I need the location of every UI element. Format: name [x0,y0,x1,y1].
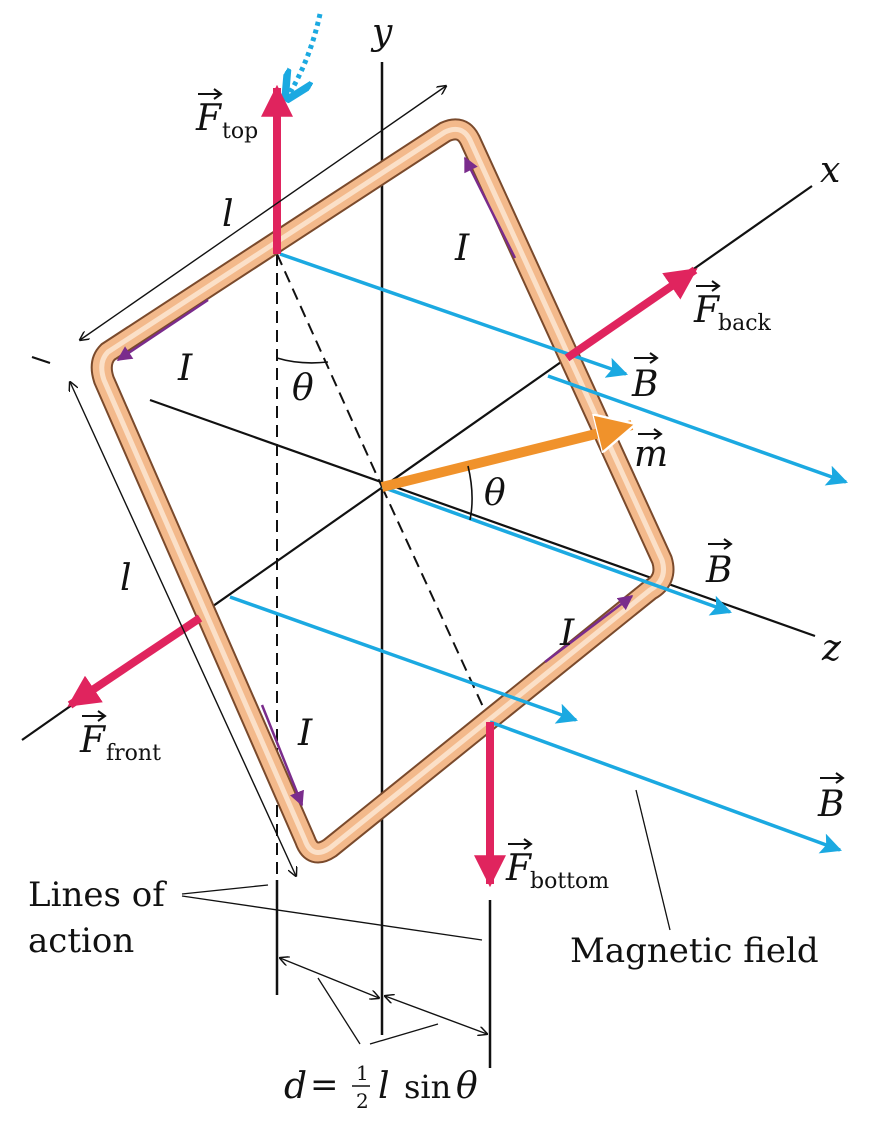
svg-text:F: F [505,848,533,889]
z-axis-dash-left [31,355,51,365]
force-back-arrow [564,266,698,362]
svg-text:m: m [634,434,668,475]
svg-text:F: F [693,290,721,331]
y-axis-label: y [370,12,393,53]
magnetic-moment-arrow [380,425,632,492]
z-axis-label: z [821,628,842,669]
current-arrow-right-side [463,156,517,259]
svg-text:B: B [705,550,732,591]
lines-of-action-label-line2: action [28,921,134,961]
view-direction-arrow [288,13,323,96]
field-arrow-centre [381,485,732,616]
theta-label-centre: θ [484,473,506,514]
svg-text:front: front [106,741,161,766]
force-back-label: F back [693,280,772,336]
leader-lines-of-action-1 [181,884,269,895]
normal-dashed-lower [381,486,491,723]
svg-text:B: B [631,364,658,405]
d-equation: d = 1 2 l sin θ [284,1061,478,1113]
length-label-left: l [120,558,132,599]
lines-of-action-label-line1: Lines of [28,875,167,915]
length-label-top: l [222,194,234,235]
svg-text:2: 2 [356,1089,369,1113]
svg-text:bottom: bottom [530,869,609,894]
dimension-d-left [280,958,379,998]
leader-d-2 [369,1023,439,1045]
magnetic-field-label: Magnetic field [570,931,819,971]
leader-magnetic-field [635,789,671,931]
theta-arc-centre [467,465,473,521]
field-label-middle: B [705,538,733,591]
svg-text:1: 1 [356,1061,369,1085]
leader-lines-of-action-2 [181,895,483,941]
current-label-bottom: I [559,613,575,654]
moment-label: m [634,428,668,475]
svg-text:θ: θ [456,1066,478,1107]
x-axis-label: x [820,150,840,191]
current-label-left: I [297,713,313,754]
svg-text:=: = [310,1065,339,1105]
theta-label-top: θ [292,368,314,409]
force-top-label: F top [195,88,258,144]
svg-text:F: F [195,98,223,139]
svg-text:F: F [79,720,107,761]
force-front-label: F front [79,710,161,766]
dimension-line-top-l [80,86,446,340]
leader-d-1 [317,977,361,1045]
dimension-d-right [385,996,487,1034]
svg-text:top: top [222,119,258,144]
svg-text:sin: sin [404,1068,451,1106]
field-arrow-front [229,595,578,724]
dimension-line-left-l [70,382,296,876]
field-arrow-bottom [489,720,842,854]
theta-arc-top [276,357,329,364]
current-arrow-bottom-side [544,595,634,663]
field-arrow-back [547,374,848,486]
svg-text:l: l [378,1066,390,1107]
svg-text:back: back [718,311,772,336]
svg-text:d: d [284,1066,307,1107]
current-label-right: I [454,228,470,269]
field-label-top: B [631,352,659,405]
field-label-bottom: B [817,772,845,825]
svg-text:B: B [817,784,844,825]
force-front-arrow [67,614,203,709]
current-label-top: I [177,348,193,389]
force-bottom-label: F bottom [505,838,609,894]
